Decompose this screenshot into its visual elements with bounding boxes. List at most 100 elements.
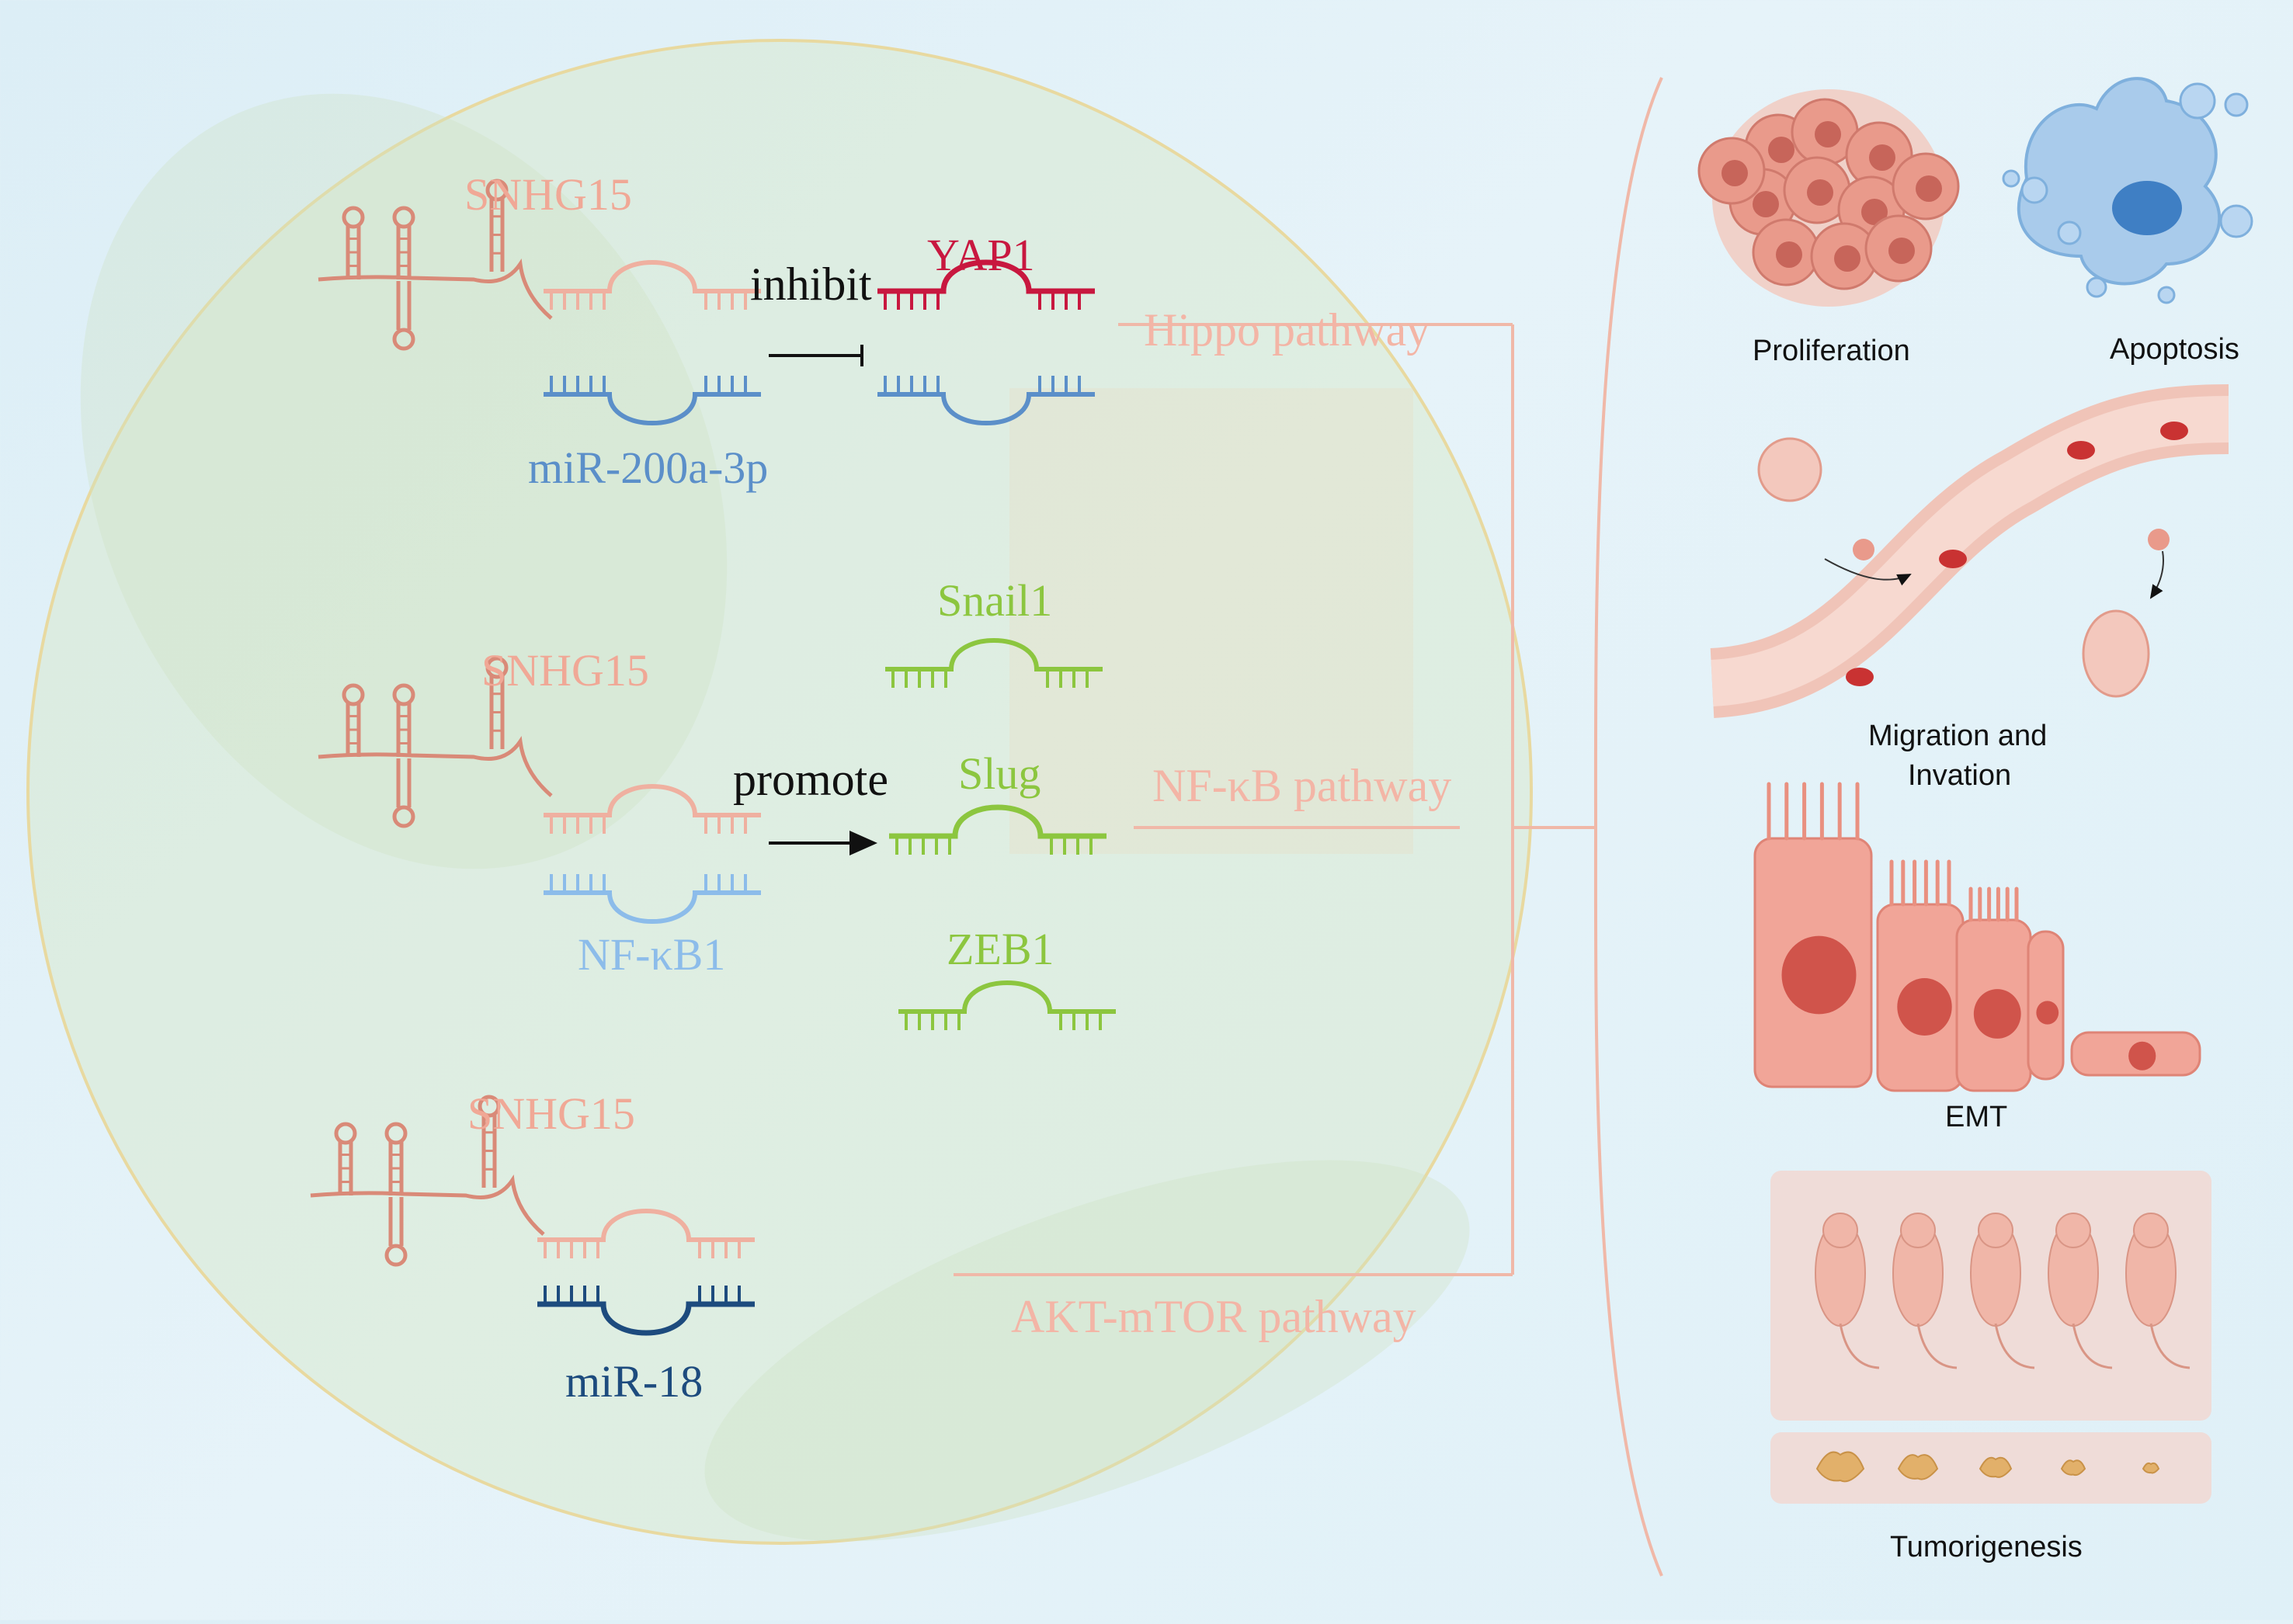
tumor-mass-icon bbox=[1815, 1451, 1865, 1483]
row2-target-slug-label: Slug bbox=[958, 748, 1041, 799]
row1-action-label: inhibit bbox=[750, 259, 872, 310]
epithelial-nucleus bbox=[1973, 989, 2021, 1039]
cell-organelle-shadow-2 bbox=[704, 1160, 1470, 1542]
mouse-head bbox=[2055, 1213, 2091, 1248]
row3-stem-loop-rna-icon-hairpin-loop bbox=[384, 1122, 408, 1145]
mouse-head bbox=[1900, 1213, 1936, 1248]
nucleus-zone bbox=[1009, 388, 1413, 854]
tumor-mass-icon bbox=[1897, 1454, 1939, 1480]
tumor-mass-icon bbox=[2142, 1462, 2160, 1474]
row2-slug-strand bbox=[889, 804, 1107, 855]
tumor-cell-nucleus bbox=[1916, 175, 1942, 202]
nude-mouse-icon bbox=[2125, 1213, 2191, 1369]
row2-stem-loop-rna-icon-hairpin-loop bbox=[342, 683, 365, 706]
row3-stem-loop-rna-icon bbox=[310, 1095, 545, 1267]
epithelial-nucleus bbox=[2036, 1001, 2059, 1025]
apoptosis-label: Apoptosis bbox=[2110, 333, 2239, 366]
metastasis-site bbox=[2082, 609, 2150, 698]
row1-yap1-mir-strand bbox=[877, 376, 1095, 425]
outcome-bracket bbox=[1593, 77, 1663, 1577]
row3-lncrna-label: SNHG15 bbox=[467, 1088, 635, 1139]
row1-stem-loop-rna-icon-hairpin-loop bbox=[392, 206, 415, 229]
nude-mouse-icon bbox=[1815, 1213, 1880, 1369]
red-blood-cell bbox=[2067, 441, 2095, 460]
tumor-cell-nucleus bbox=[1776, 241, 1802, 268]
row2-stem-loop-rna-icon-hairpin-loop bbox=[485, 656, 509, 679]
tumor-cell-nucleus bbox=[1888, 238, 1915, 264]
row1-lncrna-label: SNHG15 bbox=[464, 169, 632, 220]
cell-circle bbox=[26, 39, 1533, 1545]
mouse-tail bbox=[1994, 1323, 2035, 1369]
row1-target-label: YAP1 bbox=[927, 230, 1035, 280]
apoptotic-cell-icon bbox=[2002, 77, 2253, 304]
row2-stem-loop-rna-icon-hairpin-loop bbox=[392, 683, 415, 706]
row2-lncrna-label: SNHG15 bbox=[481, 645, 649, 696]
migration-label-line1: Migration and bbox=[1868, 720, 2048, 752]
tumor-cell-nucleus bbox=[1861, 199, 1888, 225]
row1-mir200-strand bbox=[544, 376, 761, 425]
row1-stem-loop-rna-icon-hairpin-loop bbox=[342, 206, 365, 229]
mouse-tail bbox=[1916, 1323, 1958, 1369]
cell-organelle-shadow bbox=[80, 93, 728, 869]
apoptotic-bleb bbox=[2224, 92, 2249, 117]
red-blood-cell bbox=[2160, 422, 2188, 440]
row1-partner-label: miR-200a-3p bbox=[528, 442, 769, 493]
blood-vessel-icon bbox=[1709, 384, 2229, 718]
row1-lncrna-strand bbox=[544, 260, 761, 310]
row3-stem-loop-rna-icon-lower-loop bbox=[384, 1244, 408, 1267]
row2-snail1-strand-backbone bbox=[885, 638, 1103, 671]
apoptotic-bleb bbox=[2086, 276, 2107, 298]
apoptotic-bleb bbox=[2219, 204, 2253, 238]
epithelial-cell-icon bbox=[1753, 782, 2201, 1092]
tumor-cell-nucleus bbox=[1869, 144, 1895, 171]
mouse-tail bbox=[1839, 1323, 1880, 1369]
row2-zeb1-strand bbox=[898, 980, 1116, 1030]
apoptotic-nucleus bbox=[2112, 181, 2182, 235]
tumor-cell-nucleus bbox=[1807, 179, 1833, 206]
vessel-lumen bbox=[1710, 396, 2229, 706]
row1-yap1-strand-backbone bbox=[877, 259, 1095, 294]
row2-lncrna-strand-backbone bbox=[544, 784, 761, 817]
tumor-cell-nucleus bbox=[1753, 191, 1779, 217]
tumorigenesis-panel bbox=[1770, 1171, 2211, 1504]
row2-stem-loop-rna-icon bbox=[318, 656, 553, 828]
row3-lncrna-strand bbox=[537, 1209, 755, 1258]
row3-lncrna-strand-backbone bbox=[537, 1209, 755, 1242]
row3-stem-loop-rna-icon-backbone bbox=[310, 1175, 545, 1236]
mouse-head bbox=[1978, 1213, 2013, 1248]
metastasis-arrow bbox=[2149, 550, 2164, 599]
primary-tumor-cluster bbox=[1757, 437, 1822, 502]
row1-yap1-mir-strand-backbone bbox=[877, 392, 1095, 425]
row1-stem-loop-rna-icon-hairpin-loop bbox=[485, 179, 509, 202]
epithelial-nucleus bbox=[1781, 935, 1857, 1015]
mouse-head bbox=[2133, 1213, 2169, 1248]
row2-slug-strand-backbone bbox=[889, 804, 1107, 839]
tumor-cell-nucleus bbox=[1834, 245, 1860, 272]
nude-mouse-icon bbox=[1970, 1213, 2035, 1369]
migrating-cell bbox=[1853, 539, 1874, 560]
tumor-mass-icon bbox=[2060, 1459, 2086, 1477]
row3-stem-loop-rna-icon-hairpin-loop bbox=[478, 1095, 501, 1118]
mouse-tail bbox=[2072, 1323, 2113, 1369]
apoptotic-bleb bbox=[2157, 286, 2176, 304]
tumor-cell-nucleus bbox=[1768, 137, 1794, 163]
red-blood-cell bbox=[1939, 550, 1967, 568]
row3-mir18-strand-backbone bbox=[537, 1301, 755, 1336]
row1-pathway-label: Hippo pathway bbox=[1144, 304, 1430, 356]
migrating-cell bbox=[2148, 529, 2170, 550]
red-blood-cell bbox=[1846, 668, 1874, 686]
row1-stem-loop-rna-icon-backbone bbox=[318, 259, 553, 320]
row2-snail1-strand bbox=[885, 638, 1103, 688]
apoptotic-bleb bbox=[2020, 176, 2048, 204]
tumor-mass-icon bbox=[1979, 1456, 2013, 1478]
proliferation-label: Proliferation bbox=[1753, 335, 1910, 367]
row3-mir18-strand bbox=[537, 1286, 755, 1336]
row2-target-zeb1-label: ZEB1 bbox=[947, 924, 1054, 974]
epithelial-nucleus bbox=[1897, 978, 1952, 1036]
row2-action-label: promote bbox=[733, 754, 888, 805]
row3-stem-loop-rna-icon-hairpin-loop bbox=[334, 1122, 357, 1145]
row2-nfkb1-strand-backbone bbox=[544, 890, 761, 924]
mouse-head bbox=[1822, 1213, 1858, 1248]
